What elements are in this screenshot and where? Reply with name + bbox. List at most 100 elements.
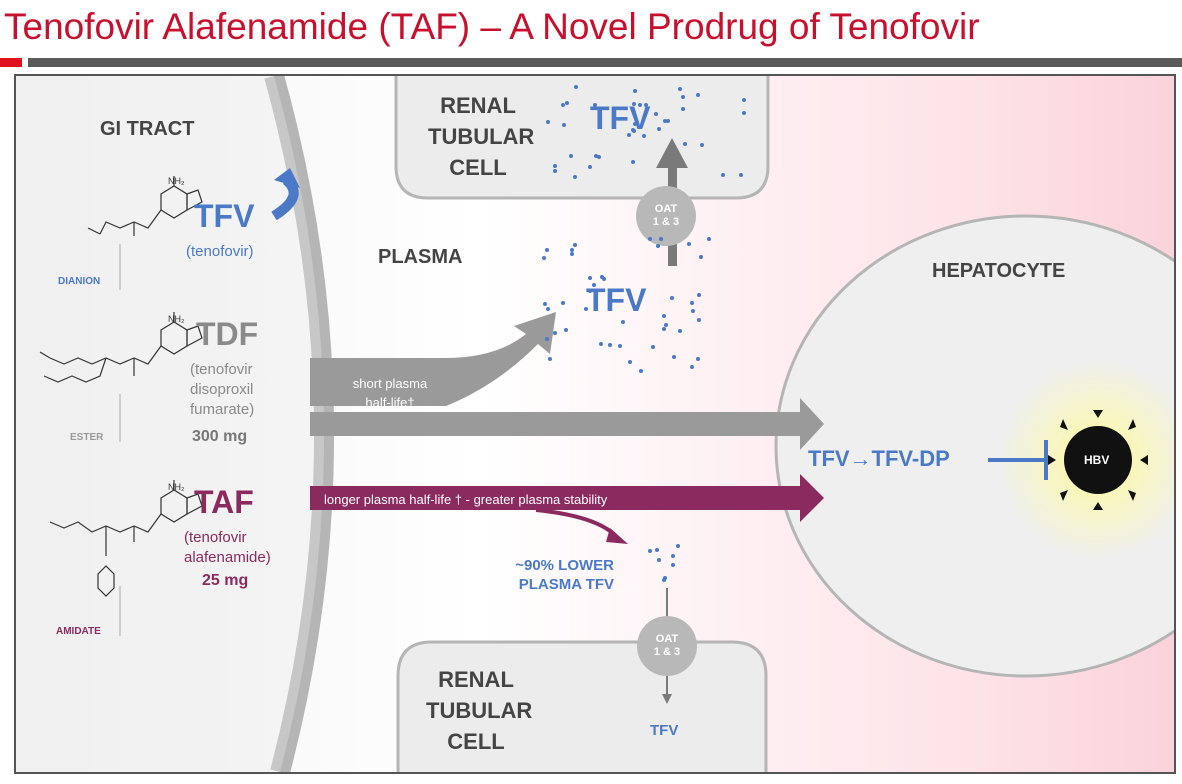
tfv-molecule-dot [569, 154, 573, 158]
tfv-molecule-dot [574, 85, 578, 89]
oat-bottom-arrowhead [662, 694, 672, 704]
tfv-molecule-dot [588, 276, 592, 280]
tfv-molecule-dot [553, 164, 557, 168]
title-rule-accent [0, 58, 22, 67]
tfv-molecule-dot [663, 119, 667, 123]
tfv-molecule-dot [651, 345, 655, 349]
tdf-nh2: NH₂ [168, 314, 185, 324]
tfv-molecule-dot [573, 243, 577, 247]
tfv-molecule-dot [565, 101, 569, 105]
tfv-molecule-dot [696, 357, 700, 361]
tfv-molecule-dot [648, 549, 652, 553]
oat-transporter-bottom: OAT 1 & 3 [637, 616, 697, 676]
tfv-molecule-dot [638, 103, 642, 107]
tfv-molecule-dot [681, 95, 685, 99]
oat-top-arrowhead [656, 138, 688, 168]
tfv-molecule-dot [654, 112, 658, 116]
tfv-molecule-dot [553, 169, 557, 173]
renal-top-line2: TUBULAR [428, 124, 535, 149]
taf-structure [49, 480, 203, 597]
tfv-molecule-dot [696, 93, 700, 97]
taf-drug-fullname: (tenofovir alafenamide) [184, 528, 271, 568]
renal-bottom-tfv: TFV [650, 722, 679, 739]
tfv-molecule-dot [656, 244, 660, 248]
tfv-molecule-dot [633, 305, 637, 309]
tdf-sub1: (tenofovir [190, 361, 253, 378]
hepatocyte-label: HEPATOCYTE [932, 260, 1066, 282]
taf-lower-arrowhead [606, 528, 628, 544]
taf-lower-arrow [535, 508, 618, 538]
tdf-drug-name: TDF [196, 316, 259, 352]
tfv-molecule-dot [666, 119, 670, 123]
tfv-molecule-dot [600, 275, 604, 279]
renal-cell-bottom-label: RENAL TUBULAR CELL [426, 664, 532, 757]
tdf-plasma-arrow [310, 312, 556, 406]
tfv-molecule-dot [681, 107, 685, 111]
tfv-molecule-dot [570, 252, 574, 256]
diagram-panel: GI TRACT PLASMA HEPATOCYTE RENAL TUBULAR… [14, 74, 1176, 774]
tfv-nh2: NH₂ [168, 176, 185, 186]
tfv-molecule-dot [662, 578, 666, 582]
tfv-molecule-dot [657, 127, 661, 131]
tfv-molecule-dot [659, 237, 663, 241]
diagram-graphics [16, 76, 1174, 772]
tfv-molecule-dot [570, 248, 574, 252]
gi-tract-label: GI TRACT [100, 118, 195, 140]
tdf-arrow-line1: short plasma [352, 376, 428, 391]
tfv-molecule-dot [597, 155, 601, 159]
tfv-molecule-dot [633, 122, 637, 126]
oat-bottom-line1: OAT [655, 633, 679, 645]
oat-transporter-top: OAT 1 & 3 [636, 186, 696, 246]
tfv-molecule-dot [700, 143, 704, 147]
tfv-molecule-dot [671, 554, 675, 558]
tfv-molecule-dot [642, 134, 646, 138]
tfv-structure [87, 176, 203, 236]
tfv-drug-name: TFV [194, 198, 255, 234]
renal-top-line1: RENAL [440, 93, 516, 118]
tdf-drug-fullname: (tenofovir disoproxil fumarate) [190, 360, 254, 420]
tdf-arrow-line2: half-life† [365, 395, 415, 410]
tfv-molecule-dot [690, 301, 694, 305]
tfv-molecule-dot [690, 365, 694, 369]
tfv-molecule-dot [678, 87, 682, 91]
lower-plasma-tfv-dots [646, 538, 686, 582]
tfv-molecule-dot [687, 242, 691, 246]
taf-sub2: alafenamide) [184, 549, 271, 566]
tfv-molecule-dot [599, 342, 603, 346]
tfv-molecule-dot [546, 307, 550, 311]
renal-bottom-line1: RENAL [438, 667, 514, 692]
tfv-molecule-dot [742, 98, 746, 102]
tfv-molecule-dot [742, 111, 746, 115]
tfv-molecule-dot [546, 120, 550, 124]
tfv-molecule-dot [739, 173, 743, 177]
tfv-molecule-dot [561, 103, 565, 107]
tfv-molecule-dot [573, 175, 577, 179]
tfv-molecule-dot [545, 248, 549, 252]
tfv-molecule-dot [691, 309, 695, 313]
tfv-molecule-dot [618, 344, 622, 348]
tfv-molecule-dot [542, 256, 546, 260]
tfv-molecule-dot [545, 337, 549, 341]
page-title: Tenofovir Alafenamide (TAF) – A Novel Pr… [4, 6, 980, 47]
plasma-tfv-dots [526, 236, 716, 376]
tdf-arrow-label: short plasma half-life† [350, 374, 430, 412]
tfv-molecule-dot [662, 327, 666, 331]
tfv-molecule-dot [662, 314, 666, 318]
tfv-molecule-dot [627, 133, 631, 137]
tfv-molecule-dot [676, 544, 680, 548]
tfv-molecule-dot [699, 255, 703, 259]
tfv-molecule-dot [697, 293, 701, 297]
hepatocyte-cell [774, 214, 1174, 678]
lower-plasma-label: ~90% LOWER PLASMA TFV [496, 556, 614, 594]
gi-region [16, 76, 325, 772]
tfv-molecule-dot [584, 307, 588, 311]
tdf-class: ESTER [70, 432, 104, 443]
taf-nh2: NH₂ [168, 482, 185, 492]
tfv-molecule-dot [631, 160, 635, 164]
tdf-structure [39, 312, 203, 383]
tfv-molecule-dot [697, 318, 701, 322]
taf-class: AMIDATE [56, 626, 101, 637]
tdf-dose: 300 mg [192, 428, 248, 445]
tfv-molecule-dot [621, 320, 625, 324]
tfv-molecule-dot [612, 114, 616, 118]
